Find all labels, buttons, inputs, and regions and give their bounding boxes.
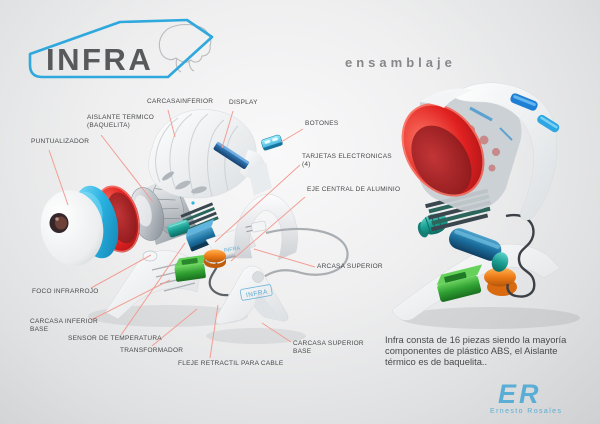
- label-transformador: TRANSFORMADOR: [120, 347, 184, 354]
- display-part: [213, 141, 250, 169]
- steel-cylinder: [449, 228, 502, 261]
- shadow: [206, 328, 306, 344]
- label-carcasa-superior-base: CARCASA SUPERIOR BASE: [293, 340, 364, 355]
- label-eje-central: EJE CENTRAL DE ALUMINIO: [307, 186, 401, 193]
- teal-cap: [491, 252, 509, 272]
- infra-logo: INFRA: [28, 18, 214, 79]
- label-display: DISPLAY: [229, 99, 258, 106]
- white-arm: [420, 82, 558, 221]
- exploded-view-illustration: INFRA: [40, 109, 349, 359]
- label-sensor-temperatura: SENSOR DE TEMPERATURA: [68, 335, 162, 342]
- stand-hole: [252, 271, 264, 283]
- label-arcasa-superior: ARCASA SUPERIOR: [317, 263, 383, 270]
- power-plug: [245, 220, 267, 233]
- elephant-sketch: [158, 23, 212, 73]
- botones-part: [261, 134, 283, 151]
- label-botones: BOTONES: [305, 120, 339, 127]
- section-title: ensamblaje: [345, 55, 456, 70]
- label-tarjetas-electronicas: TARJETAS ELECTRONICAS (4): [302, 153, 392, 168]
- orange-knob-part: [204, 249, 226, 268]
- temperature-sensor-part: [167, 219, 191, 238]
- red-bell: [401, 103, 485, 197]
- carcasa-inferior-shell: [148, 109, 272, 199]
- transformer-box: [436, 264, 483, 302]
- label-foco-infrarrojo: FOCO INFRARROJO: [32, 288, 99, 295]
- label-fleje-retractil: FLEJE RETRACTIL PARA CABLE: [178, 360, 284, 367]
- leader-lines: [48, 109, 316, 359]
- signature-initials: ER: [498, 380, 542, 409]
- label-carcasa-inferior: CARCASAINFERIOR: [147, 98, 214, 105]
- label-puntualizador: PUNTUALIZADOR: [31, 138, 90, 145]
- infra-print: INFRA: [246, 288, 269, 299]
- label-aislante-termico: AISLANTE TERMICO (BAQUELITA): [87, 114, 155, 129]
- logo-outline: [28, 18, 214, 79]
- description-text: Infra consta de 16 piezas siendo la mayo…: [385, 334, 567, 367]
- orange-disc: [484, 267, 516, 287]
- signature-name: Ernesto Rosales: [490, 408, 562, 415]
- transformador-part: [174, 254, 209, 282]
- blue-button: [537, 114, 560, 133]
- cable: [505, 213, 536, 298]
- assembled-view-illustration: [391, 82, 580, 329]
- puntualizador-dome: [40, 190, 104, 266]
- logo-text: INFRA: [46, 42, 153, 77]
- signature-logo: ER Ernesto Rosales: [490, 380, 562, 415]
- blue-button: [510, 93, 538, 111]
- label-carcasa-inferior-base: CARCASA INFERIOR BASE: [30, 318, 98, 333]
- infra-print: INFRA: [223, 246, 241, 254]
- carcasa-superior-base-part: INFRA: [215, 265, 289, 325]
- shadow: [88, 305, 248, 327]
- base-plate: [391, 243, 561, 321]
